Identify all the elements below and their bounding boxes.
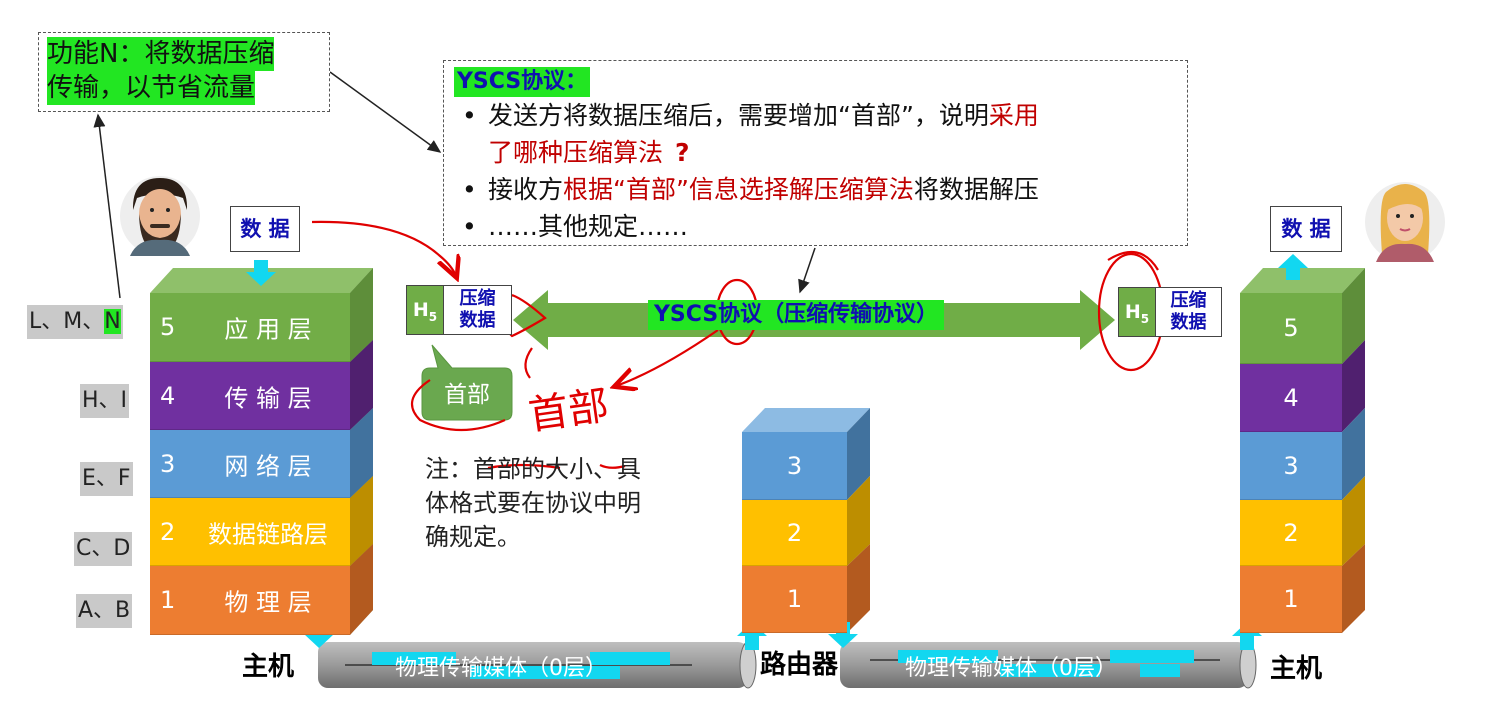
note-line2: 体格式要在协议中明 [425, 486, 641, 520]
side-label-layer4: H、I [80, 384, 129, 418]
bullet-text: ……其他规定…… [488, 212, 688, 241]
note-line3: 确规定。 [425, 520, 641, 554]
bullet-text: 将数据解压 [914, 175, 1039, 204]
left-layer-1: 1 物 理 层 [150, 566, 350, 635]
side-label-layer3: E、F [80, 462, 133, 496]
connector-line [800, 248, 815, 292]
left-host-stack: 5 应 用 层 4 传 输 层 3 网 络 层 2 数据链路层 1 物 理 层 [150, 293, 350, 635]
side-label-highlight: N [104, 309, 120, 334]
left-host-label: 主机 [242, 646, 294, 683]
right-layer-4: 4 [1240, 364, 1342, 432]
function-n-line2: 传输，以节省流量 [47, 71, 255, 105]
router-layer-1: 1 [742, 566, 847, 633]
left-layer-name: 传 输 层 [190, 378, 346, 413]
left-layer-5: 5 应 用 层 [150, 293, 350, 362]
router-label: 路由器 [760, 644, 838, 681]
side-label-text: H、I [82, 388, 127, 413]
router-layer-number: 1 [787, 585, 802, 613]
right-layer-3: 3 [1240, 432, 1342, 500]
router-stack: 3 2 1 [742, 432, 847, 633]
side-label-layer2: C、D [74, 532, 132, 566]
right-layer-number: 2 [1283, 519, 1298, 547]
protocol-title: YSCS协议： [454, 67, 590, 97]
header-callout: 首部 [422, 372, 512, 418]
right-layer-5: 5 [1240, 293, 1342, 364]
protocol-description-box: YSCS协议： 发送方将数据压缩后，需要增加“首部”，说明采用 了哪种压缩算法?… [443, 60, 1188, 246]
left-layer-number: 2 [160, 518, 175, 546]
receiver-avatar [1365, 182, 1445, 262]
packet-header-h5: H5 [1118, 287, 1156, 337]
medium-right-label: 物理传输媒体（0层） [905, 650, 1117, 682]
right-layer-2: 2 [1240, 500, 1342, 566]
left-packet: H5 压缩 数据 [406, 285, 512, 335]
note-line1: 注：首部的大小、具 [425, 452, 641, 486]
left-layer-number: 4 [160, 382, 175, 410]
bullet-red-text: 根据“首部”信息选择解压缩算法 [563, 175, 914, 204]
connector-line [98, 115, 120, 298]
packet-payload-line2: 数据 [444, 310, 511, 332]
function-n-box: 功能N：将数据压缩 传输，以节省流量 [38, 32, 330, 112]
bullet-red-text: 采用 [989, 101, 1039, 130]
side-label-layer1: A、B [76, 594, 132, 628]
right-layer-number: 3 [1283, 452, 1298, 480]
right-layer-1: 1 [1240, 566, 1342, 633]
packet-payload: 压缩 数据 [1156, 287, 1222, 337]
sender-avatar [120, 176, 200, 256]
left-layer-2: 2 数据链路层 [150, 498, 350, 566]
left-layer-name: 应 用 层 [190, 310, 346, 345]
left-layer-number: 3 [160, 450, 175, 478]
side-label-text: C、D [76, 536, 130, 561]
packet-payload-line2: 数据 [1156, 312, 1221, 334]
right-host-label: 主机 [1270, 648, 1322, 685]
right-data-box: 数 据 [1270, 206, 1342, 252]
left-layer-4: 4 传 输 层 [150, 362, 350, 430]
right-layer-number: 1 [1283, 585, 1298, 613]
right-layer-number: 4 [1283, 384, 1298, 412]
bullet-text: 发送方将数据压缩后，需要增加“首部”，说明 [488, 101, 989, 130]
left-layer-3: 3 网 络 层 [150, 430, 350, 498]
packet-header-h5: H5 [406, 285, 444, 335]
bullet-item: ……其他规定…… [454, 208, 1177, 245]
left-data-box: 数 据 [230, 206, 300, 252]
question-mark: ? [675, 138, 690, 167]
note: 注：首部的大小、具 体格式要在协议中明 确规定。 [425, 452, 641, 554]
handwritten-header: 首部 [524, 373, 611, 442]
left-layer-name: 物 理 层 [190, 583, 346, 618]
right-host-stack: 5 4 3 2 1 [1240, 293, 1342, 633]
side-label-layer5: L、M、N [27, 305, 123, 339]
bullet-continuation: 了哪种压缩算法? [454, 134, 1177, 171]
router-layer-number: 2 [787, 519, 802, 547]
packet-payload-line1: 压缩 [1156, 290, 1221, 312]
router-layer-number: 3 [787, 452, 802, 480]
packet-payload-line1: 压缩 [444, 288, 511, 310]
left-layer-number: 5 [160, 313, 175, 341]
bullet-text: 接收方 [488, 175, 563, 204]
side-label-text: A、B [78, 598, 130, 623]
right-layer-number: 5 [1283, 314, 1298, 342]
protocol-bullets: 发送方将数据压缩后，需要增加“首部”，说明采用 了哪种压缩算法? 接收方根据“首… [454, 97, 1177, 245]
bullet-red-text: 了哪种压缩算法 [488, 138, 663, 167]
protocol-arrow-label: YSCS协议（压缩传输协议） [648, 300, 944, 330]
left-layer-number: 1 [160, 586, 175, 614]
left-layer-name: 网 络 层 [190, 446, 346, 481]
function-n-line1: 功能N：将数据压缩 [47, 37, 274, 71]
medium-left-label: 物理传输媒体（0层） [395, 650, 607, 682]
packet-payload: 压缩 数据 [444, 285, 512, 335]
bullet-item: 发送方将数据压缩后，需要增加“首部”，说明采用 [454, 97, 1177, 134]
router-layer-2: 2 [742, 500, 847, 566]
router-layer-3: 3 [742, 432, 847, 500]
left-layer-name: 数据链路层 [190, 514, 346, 549]
side-label-text: E、F [82, 466, 131, 491]
bullet-item: 接收方根据“首部”信息选择解压缩算法将数据解压 [454, 171, 1177, 208]
right-packet: H5 压缩 数据 [1118, 287, 1222, 337]
side-label-text: L、M、 [29, 309, 104, 334]
connector-line [330, 72, 440, 152]
